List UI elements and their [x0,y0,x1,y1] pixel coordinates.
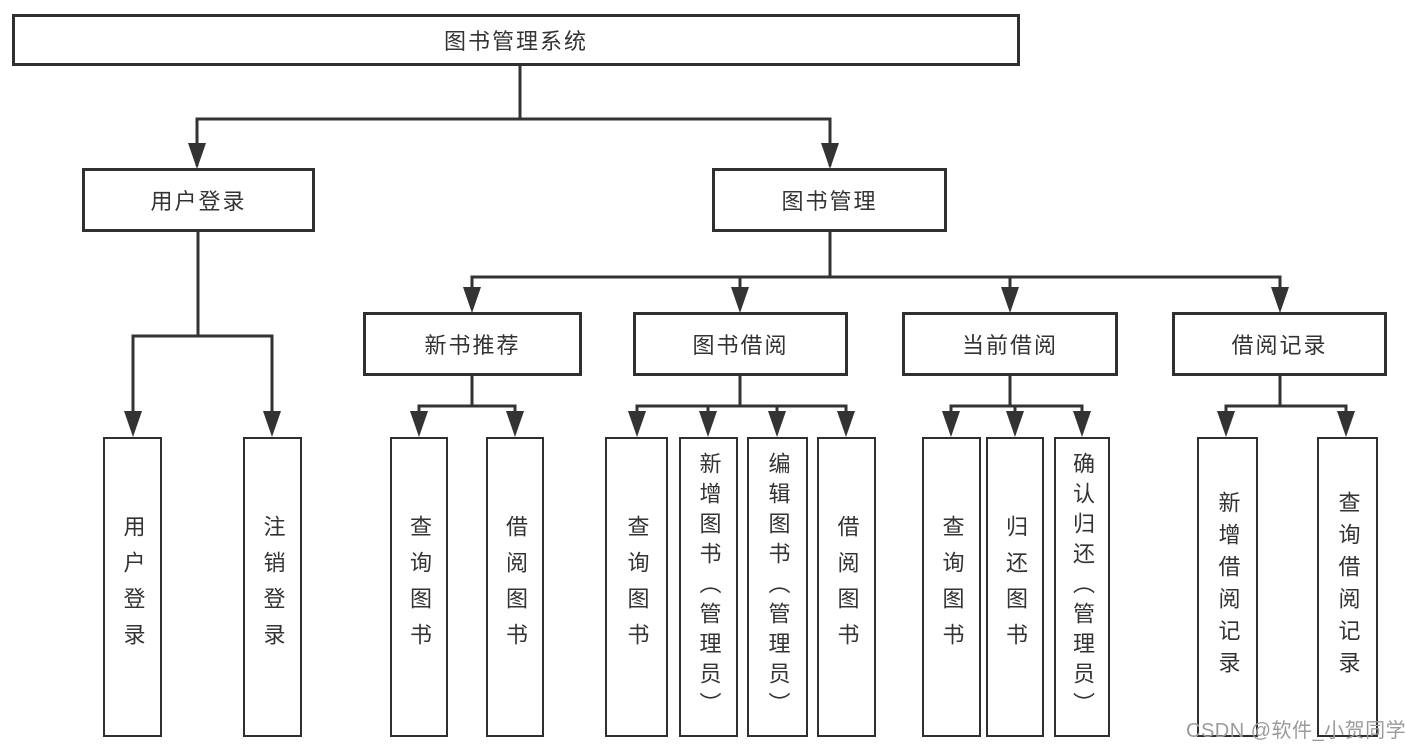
leaf-user-login: 用户登录 [103,437,162,737]
arrowheads [124,143,1355,437]
leaf-br-query-borrow-record-label: 查询借阅记录 [1335,491,1361,683]
leaf-nb-query-books-label: 查询图书 [407,515,432,659]
leaf-br-add-borrow-record: 新增借阅记录 [1197,437,1258,737]
node-new-book-recommend: 新书推荐 [363,312,582,376]
leaf-cb-confirm-return-admin-label: 确认归还（管理员） [1070,452,1095,722]
leaf-bb-query-books-label: 查询图书 [624,515,650,659]
leaf-nb-query-books: 查询图书 [390,437,448,737]
leaf-bb-add-books-admin-label: 新增图书（管理员） [696,452,722,722]
leaf-logout: 注销登录 [243,437,302,737]
leaf-bb-edit-books-admin-label: 编辑图书（管理员） [765,452,791,722]
leaf-bb-borrow-books-label: 借阅图书 [834,515,860,659]
node-current-borrowing: 当前借阅 [902,312,1118,376]
leaf-br-add-borrow-record-label: 新增借阅记录 [1215,491,1241,683]
node-user-login: 用户登录 [82,168,315,232]
node-book-management: 图书管理 [712,168,947,232]
leaf-br-query-borrow-record: 查询借阅记录 [1317,437,1378,737]
leaf-bb-edit-books-admin: 编辑图书（管理员） [747,437,808,737]
node-borrowing-records-label: 借阅记录 [1231,333,1328,358]
node-book-borrowing-label: 图书借阅 [692,333,789,358]
leaf-nb-borrow-books-label: 借阅图书 [503,515,528,659]
node-borrowing-records: 借阅记录 [1172,312,1387,376]
node-root: 图书管理系统 [12,14,1020,66]
leaf-cb-query-books-label: 查询图书 [939,515,965,659]
leaf-cb-return-books-label: 归还图书 [1003,515,1028,659]
leaf-logout-label: 注销登录 [260,515,286,659]
csdn-watermark: CSDN @软件_小贺同学 [1186,720,1405,742]
node-book-management-label: 图书管理 [781,189,878,214]
leaf-bb-query-books: 查询图书 [605,437,668,737]
leaf-cb-return-books: 归还图书 [986,437,1044,737]
node-book-borrowing: 图书借阅 [633,312,848,376]
node-current-borrowing-label: 当前借阅 [961,333,1058,358]
leaf-cb-confirm-return-admin: 确认归还（管理员） [1054,437,1110,737]
node-new-book-recommend-label: 新书推荐 [424,333,521,358]
node-root-label: 图书管理系统 [443,29,588,54]
leaf-bb-borrow-books: 借阅图书 [817,437,876,737]
leaf-nb-borrow-books: 借阅图书 [486,437,544,737]
leaf-bb-add-books-admin: 新增图书（管理员） [679,437,738,737]
node-user-login-label: 用户登录 [150,189,247,214]
leaf-user-login-label: 用户登录 [120,515,146,659]
leaf-cb-query-books: 查询图书 [922,437,981,737]
